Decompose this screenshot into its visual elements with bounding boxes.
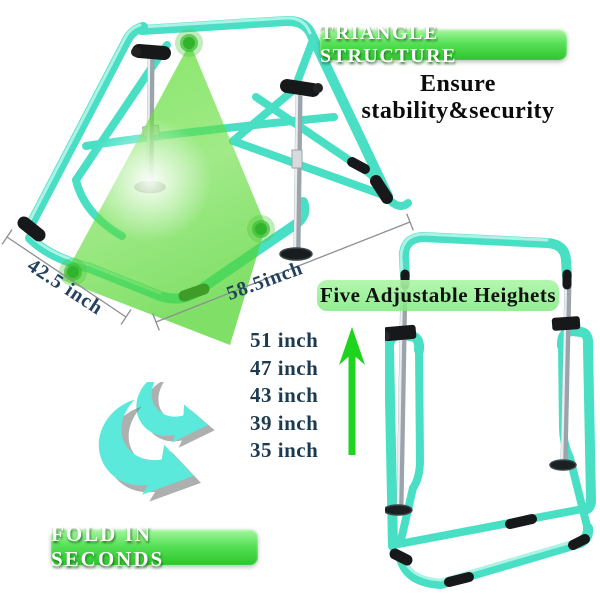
glow-dot-top [175, 29, 203, 57]
dimension-line-58 [152, 213, 414, 331]
standing-top-bar [398, 232, 572, 281]
stability-caption: Ensure stability&security [361, 71, 555, 124]
triangle-structure-label: TRIANGLE STRUCTURE [320, 21, 457, 67]
fold-in-seconds-badge: FOLD IN SECONDS [51, 522, 258, 571]
folded-right-pole [279, 94, 313, 261]
glow-dot-left [59, 258, 87, 286]
height-item-39: 39 inch [250, 410, 319, 435]
up-arrow-icon [339, 327, 365, 455]
triangle-structure-badge: TRIANGLE STRUCTURE [320, 22, 567, 67]
pole-base-disc [279, 247, 313, 261]
height-clamp-left [385, 324, 417, 342]
triangle-glow [88, 118, 212, 242]
height-clamp-right [551, 316, 581, 331]
standing-bar-illustration [385, 232, 596, 589]
fold-in-seconds-label: FOLD IN SECONDS [51, 522, 165, 571]
triangle-highlight [59, 29, 275, 345]
standing-chrome-posts [385, 281, 577, 516]
folded-bar-illustration [17, 15, 412, 345]
fold-arrows-icon [98, 382, 217, 502]
height-item-43: 43 inch [250, 383, 319, 407]
height-item-47: 47 inch [250, 355, 319, 380]
adjustable-heights-badge: Five Adjustable Heighets [317, 280, 559, 311]
heights-list: 51 inch 47 inch 43 inch 39 inch 35 inch [250, 328, 318, 466]
standing-hardware [385, 269, 590, 587]
height-item-35: 35 inch [250, 438, 319, 462]
dimension-line-42 [1, 229, 132, 325]
glow-dot-right [247, 215, 275, 243]
height-item-51: 51 inch [250, 328, 319, 352]
adjustable-heights-label: Five Adjustable Heighets [320, 283, 556, 307]
